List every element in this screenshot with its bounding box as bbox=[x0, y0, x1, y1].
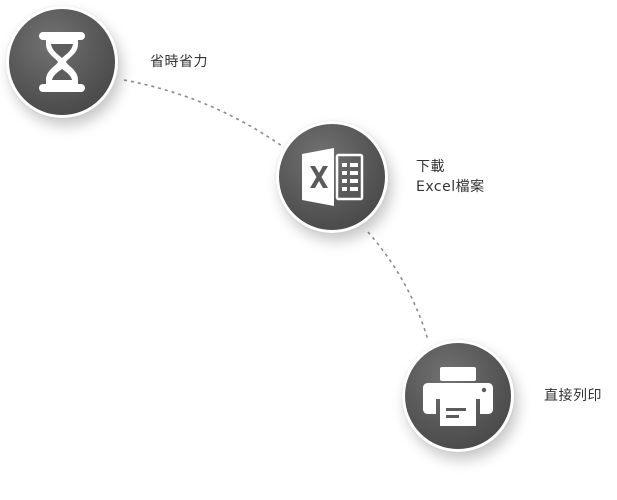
connector-segment-2 bbox=[367, 231, 429, 341]
feature-label-print: 直接列印 bbox=[544, 386, 602, 406]
hourglass-icon bbox=[39, 32, 85, 92]
label-line: 下載 bbox=[416, 159, 445, 175]
label-line: Excel檔案 bbox=[416, 179, 485, 195]
printer-badge bbox=[402, 340, 514, 452]
printer-icon bbox=[423, 367, 493, 426]
label-line: 直接列印 bbox=[544, 388, 602, 404]
excel-badge bbox=[276, 121, 388, 233]
excel-icon bbox=[302, 148, 364, 206]
hourglass-badge bbox=[6, 6, 118, 118]
feature-label-download-excel: 下載 Excel檔案 bbox=[416, 157, 485, 197]
connector-segment-1 bbox=[123, 79, 283, 147]
label-line: 省時省力 bbox=[150, 54, 208, 70]
feature-label-save-time: 省時省力 bbox=[150, 52, 208, 72]
